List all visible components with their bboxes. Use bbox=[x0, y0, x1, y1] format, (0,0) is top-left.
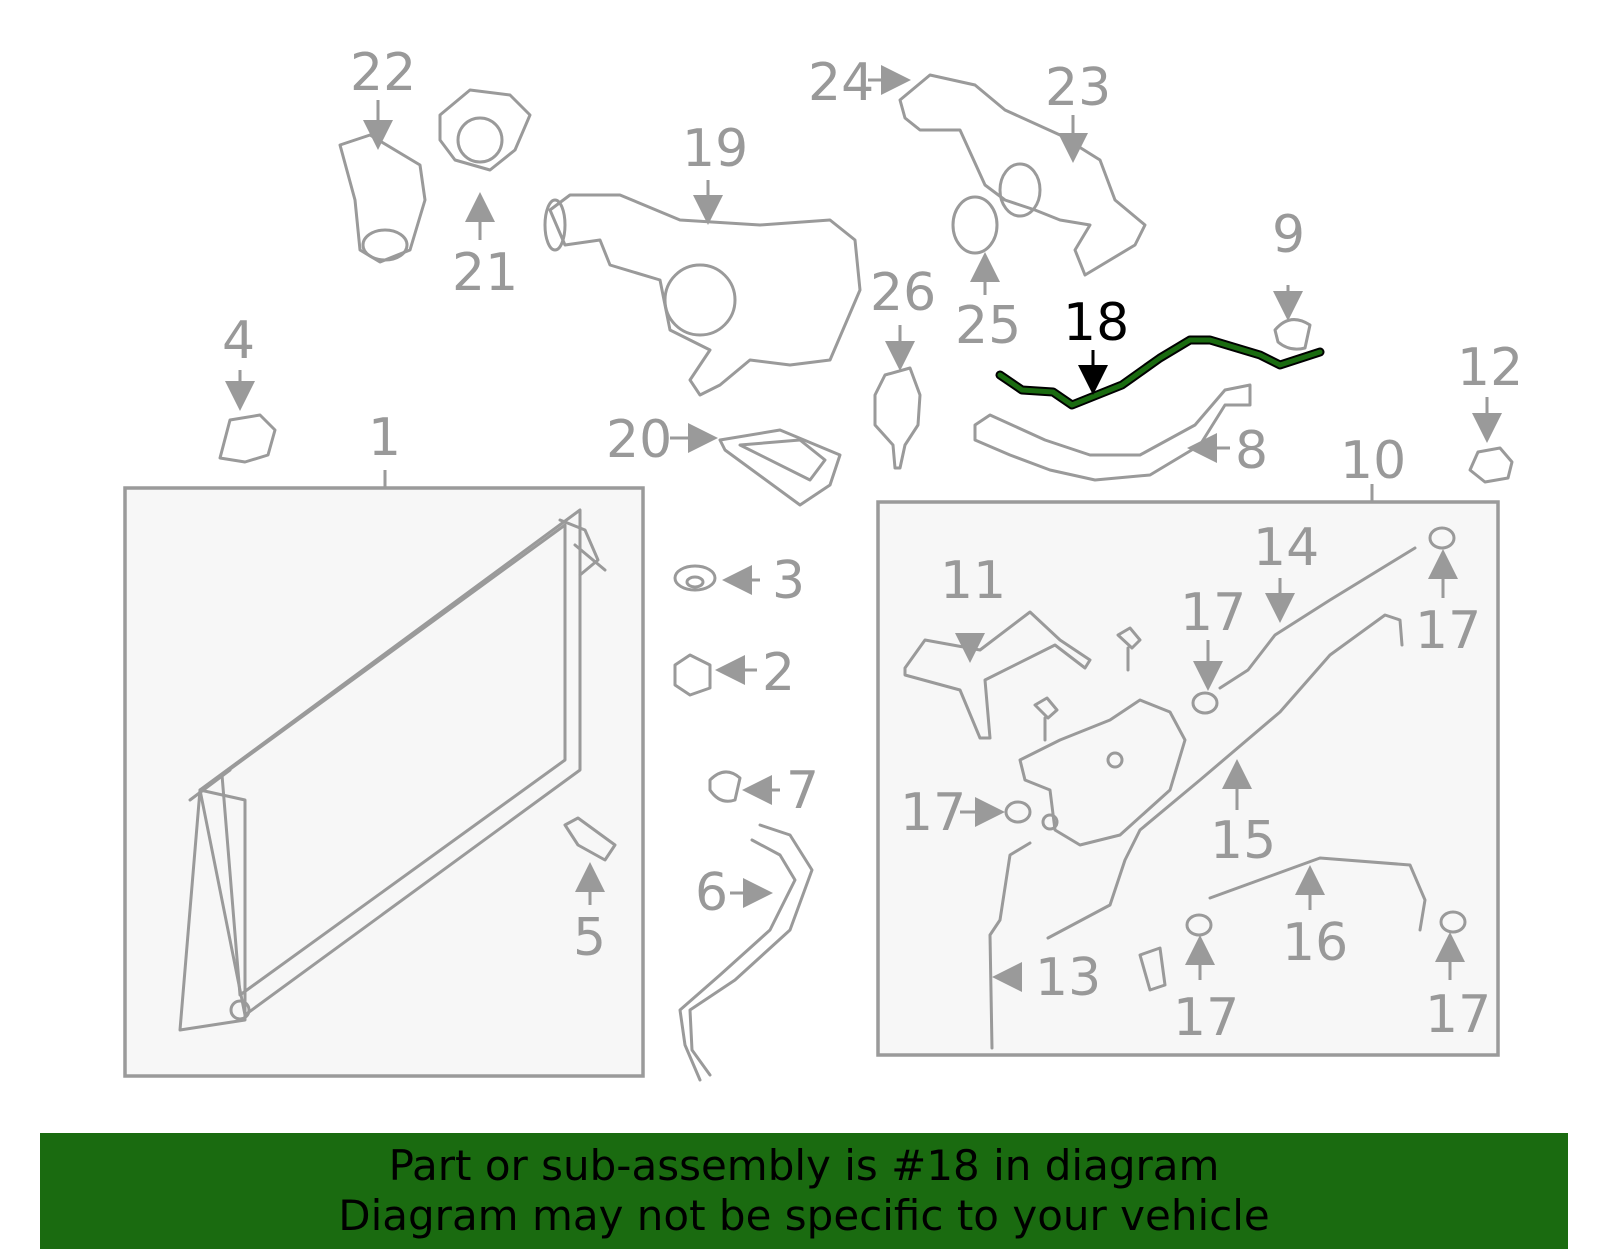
label-13: 13 bbox=[1035, 948, 1101, 1008]
label-11: 11 bbox=[940, 551, 1006, 611]
leader-arrows bbox=[225, 65, 1502, 992]
label-22: 22 bbox=[350, 43, 416, 103]
label-12: 12 bbox=[1457, 338, 1523, 398]
label-24: 24 bbox=[808, 53, 874, 113]
label-3: 3 bbox=[772, 551, 805, 611]
label-15: 15 bbox=[1210, 811, 1276, 871]
label-17-a: 17 bbox=[1180, 583, 1246, 643]
label-17-d: 17 bbox=[1173, 988, 1239, 1048]
label-19: 19 bbox=[682, 119, 748, 179]
part-labels: 1 2 3 4 5 6 7 8 9 10 11 12 13 14 15 16 1… bbox=[222, 43, 1523, 1048]
label-16: 16 bbox=[1282, 913, 1348, 973]
highlighted-part-18 bbox=[995, 335, 1325, 410]
radiator-group bbox=[123, 470, 645, 1078]
label-18: 18 bbox=[1063, 293, 1129, 353]
label-25: 25 bbox=[955, 296, 1021, 356]
cap-12 bbox=[1468, 446, 1514, 484]
thermostat-parts bbox=[338, 88, 862, 507]
label-21: 21 bbox=[452, 243, 518, 303]
banner-line-1: Part or sub-assembly is #18 in diagram bbox=[388, 1141, 1220, 1190]
label-10: 10 bbox=[1340, 431, 1406, 491]
label-5: 5 bbox=[573, 908, 606, 968]
upper-hose-parts bbox=[973, 318, 1312, 482]
label-14: 14 bbox=[1253, 518, 1319, 578]
label-1: 1 bbox=[368, 408, 401, 468]
label-17-c: 17 bbox=[900, 783, 966, 843]
label-2: 2 bbox=[762, 643, 795, 703]
info-banner: Part or sub-assembly is #18 in diagram D… bbox=[40, 1133, 1568, 1249]
left-small-parts bbox=[218, 413, 814, 1082]
label-9: 9 bbox=[1272, 205, 1305, 265]
label-26: 26 bbox=[870, 263, 936, 323]
label-17-e: 17 bbox=[1425, 985, 1491, 1045]
sensor-26 bbox=[873, 366, 922, 470]
label-20: 20 bbox=[606, 410, 672, 470]
label-7: 7 bbox=[786, 761, 819, 821]
label-17-b: 17 bbox=[1415, 601, 1481, 661]
banner-line-2: Diagram may not be specific to your vehi… bbox=[338, 1191, 1270, 1240]
label-23: 23 bbox=[1045, 58, 1111, 118]
label-8: 8 bbox=[1235, 421, 1268, 481]
label-6: 6 bbox=[695, 863, 728, 923]
label-4: 4 bbox=[222, 311, 255, 371]
